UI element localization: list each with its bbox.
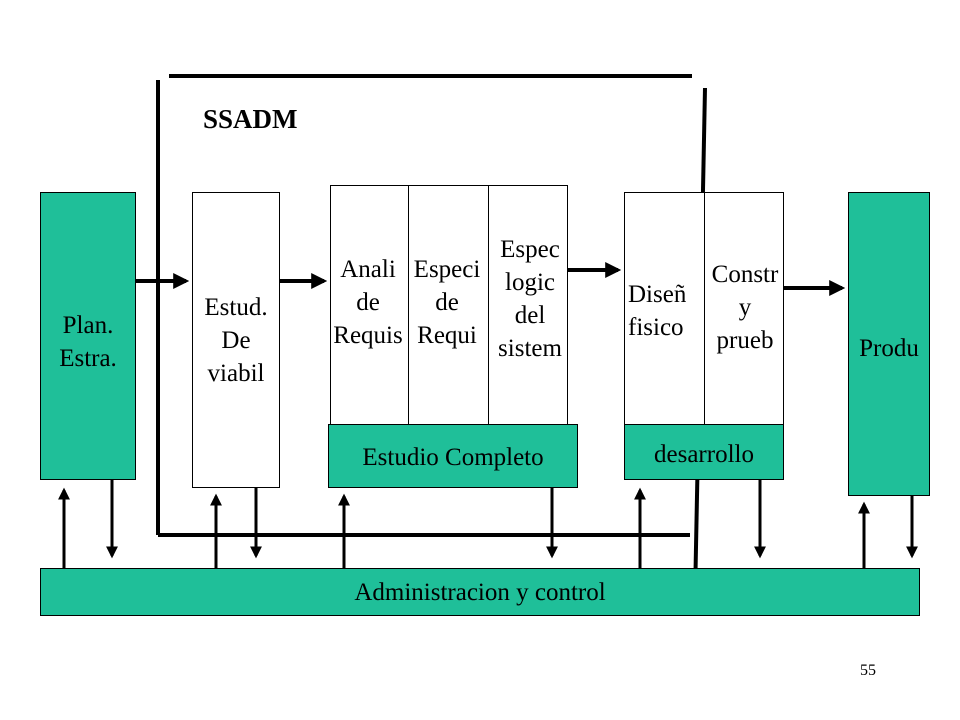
stage-plan-box [40, 192, 136, 480]
admin-control-label: Administracion y control [354, 579, 606, 606]
stage-produ-label: Produ [859, 335, 919, 362]
stage-espec-label: Espec logic del sistem [498, 236, 562, 362]
stage-espec-box [488, 185, 568, 430]
desarrollo-box [624, 424, 784, 480]
stage-especi-label: Especi de Requi [413, 256, 481, 349]
page-number: 55 [860, 662, 876, 679]
stage-diseno-label: Diseñ fisico [628, 281, 687, 341]
stage-estud-box [192, 192, 280, 488]
stage-estud-label: Estud. De viabil [204, 294, 268, 387]
stage-constr-box [704, 192, 784, 430]
stage-diseno-box [624, 192, 706, 430]
stage-constr-label: Constr y prueb [711, 261, 779, 354]
admin-control-box [40, 568, 920, 616]
stage-plan-label: Plan. Estra. [59, 312, 117, 372]
stage-produ-box [848, 192, 930, 496]
estudio-completo-label: Estudio Completo [362, 444, 544, 471]
stage-anali-label: Anali de Requis [333, 256, 403, 349]
diagram-title: SSADM [203, 104, 298, 134]
desarrollo-label: desarrollo [654, 441, 754, 468]
stage-anali-box [330, 185, 410, 430]
estudio-completo-box [328, 424, 578, 488]
